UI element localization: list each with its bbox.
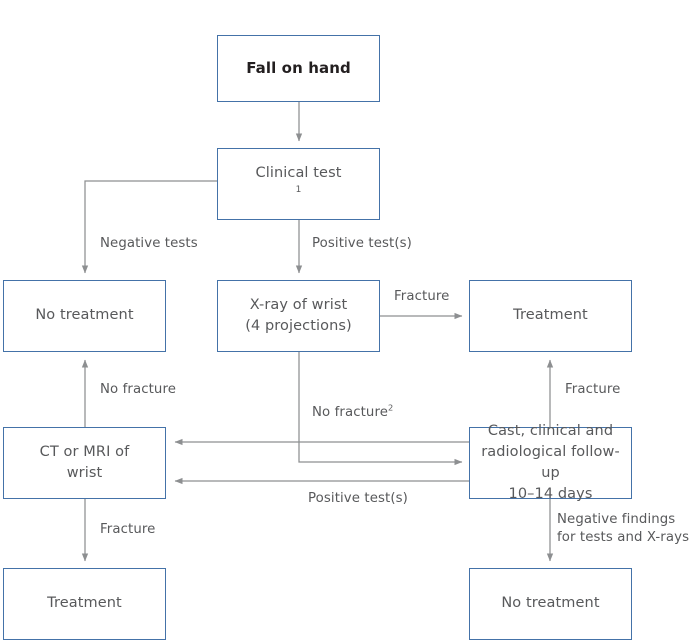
node-label: No treatment <box>35 307 134 324</box>
node-label: No treatment <box>501 595 600 612</box>
edge-label-positive-tests-top: Positive test(s) <box>312 236 412 251</box>
node-label: Treatment <box>47 595 122 612</box>
edge-label-no-fracture-left: No fracture <box>100 382 177 397</box>
edge-label-fracture-ct: Fracture <box>100 522 156 537</box>
node-ct-or-mri: CT or MRI of wrist <box>3 427 166 499</box>
node-xray-wrist: X-ray of wrist (4 projections) <box>217 280 380 352</box>
node-label: Fall on hand <box>246 58 351 77</box>
edge-xray-nofracture-to-cast <box>298 352 463 466</box>
footnote-marker-1: 1 <box>295 185 302 196</box>
edge-label-negative-findings: Negative findings for tests and X-rays <box>557 512 690 545</box>
edge-label-no-fracture-mid: No fracture2 <box>312 402 394 420</box>
edge-clinical-negative-to-no-treatment <box>81 180 217 274</box>
node-label: CT or MRI of wrist <box>39 443 130 481</box>
node-no-treatment-bottom: No treatment <box>469 568 632 640</box>
node-treatment-bottom: Treatment <box>3 568 166 640</box>
edge-label-fracture-xray: Fracture <box>394 289 450 304</box>
edge-label-fracture-cast: Fracture <box>565 382 621 397</box>
node-fall-on-hand: Fall on hand <box>217 35 380 102</box>
footnote-marker-2: 2 <box>388 402 394 413</box>
node-treatment-right: Treatment <box>469 280 632 352</box>
edge-label-negative-tests: Negative tests <box>100 236 198 251</box>
node-cast-followup: Cast, clinical and radiological follow-u… <box>469 423 632 502</box>
node-label: Treatment <box>513 307 588 324</box>
node-no-treatment-left: No treatment <box>3 280 166 352</box>
edge-label-positive-tests-bottom: Positive test(s) <box>308 491 408 506</box>
node-label: Cast, clinical and radiological follow-u… <box>481 422 620 503</box>
node-label: X-ray of wrist (4 projections) <box>245 296 352 334</box>
